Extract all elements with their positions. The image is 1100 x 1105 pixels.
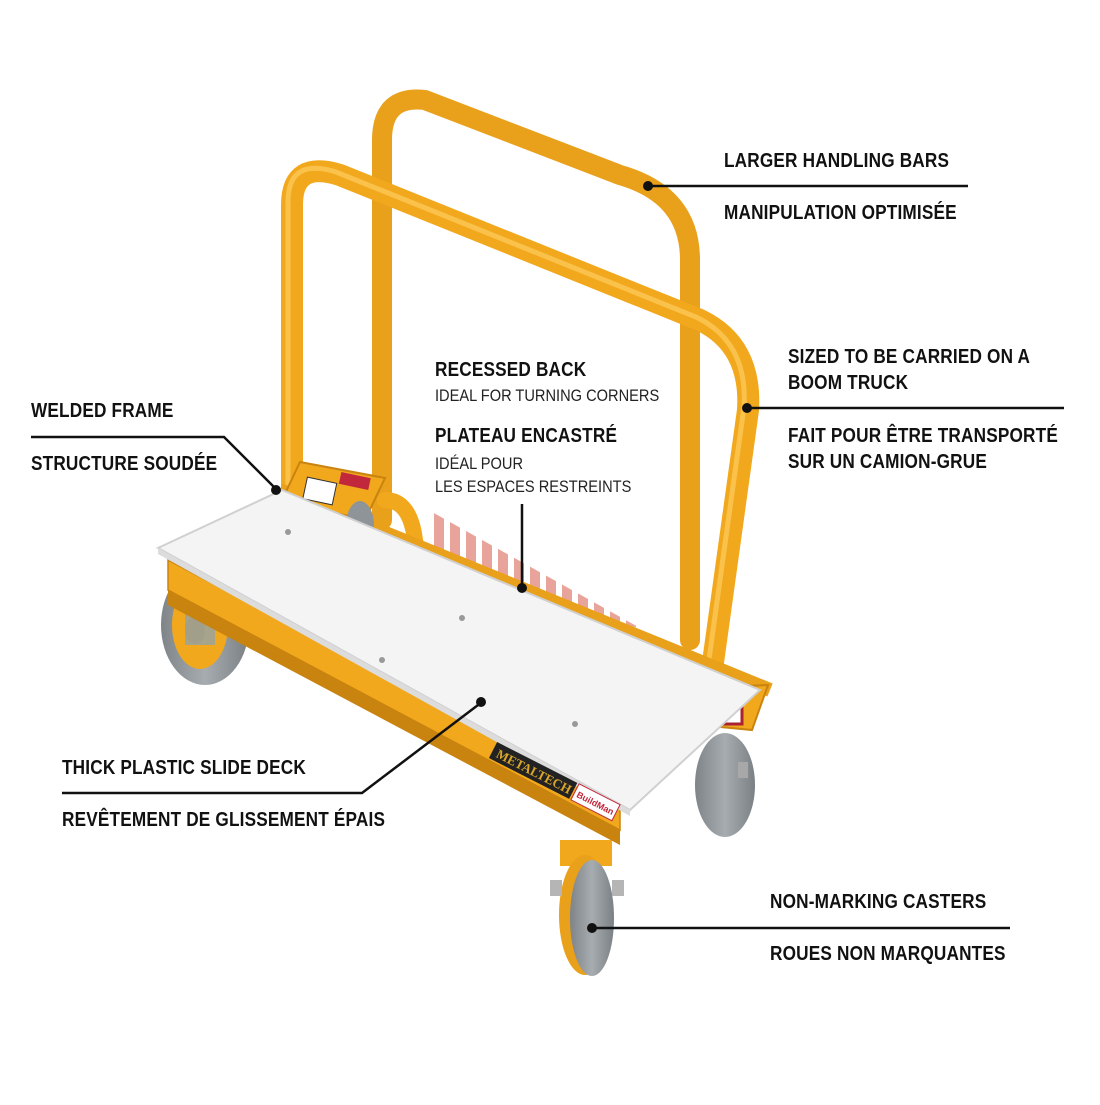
boom-truck-title-fr-line2: SUR UN CAMION-GRUE bbox=[788, 451, 987, 473]
rear-handle-bar bbox=[372, 89, 700, 650]
welded-frame-title: WELDED FRAME bbox=[31, 400, 174, 422]
callout-casters-line bbox=[587, 923, 1010, 933]
recessed-back-title: RECESSED BACK bbox=[435, 359, 587, 381]
right-rear-caster bbox=[695, 733, 755, 837]
front-caster bbox=[550, 840, 624, 976]
boom-truck-title-line2: BOOM TRUCK bbox=[788, 372, 909, 394]
recessed-back-subtitle-fr-line1: IDÉAL POUR bbox=[435, 454, 524, 473]
recess-hatch-area bbox=[430, 512, 640, 628]
slide-deck-title: THICK PLASTIC SLIDE DECK bbox=[62, 757, 306, 779]
casters-title: NON-MARKING CASTERS bbox=[770, 891, 987, 913]
warning-sticker bbox=[302, 476, 338, 506]
handling-bars-title-fr: MANIPULATION OPTIMISÉE bbox=[724, 202, 957, 224]
welded-frame-title-fr: STRUCTURE SOUDÉE bbox=[31, 453, 218, 475]
recessed-back-subtitle-fr-line2: LES ESPACES RESTREINTS bbox=[435, 477, 632, 496]
slide-deck-title-fr: REVÊTEMENT DE GLISSEMENT ÉPAIS bbox=[62, 809, 386, 831]
brand-plate bbox=[488, 742, 578, 799]
handling-bars-title: LARGER HANDLING BARS bbox=[724, 150, 950, 172]
boom-truck-title-fr-line1: FAIT POUR ÊTRE TRANSPORTÉ bbox=[788, 425, 1058, 447]
casters-title-fr: ROUES NON MARQUANTES bbox=[770, 943, 1006, 965]
callout-recessed-back-line bbox=[517, 504, 527, 593]
recessed-back-title-fr: PLATEAU ENCASTRÉ bbox=[435, 425, 618, 447]
boom-truck-title-line1: SIZED TO BE CARRIED ON A bbox=[788, 346, 1031, 368]
callout-boom-truck-line bbox=[742, 403, 1064, 413]
callout-handling-bars-line bbox=[643, 181, 968, 191]
callout-slide-deck-line bbox=[62, 697, 486, 795]
callout-welded-frame-line bbox=[31, 435, 281, 495]
warning-sticker-red bbox=[338, 471, 371, 490]
recessed-back-subtitle: IDEAL FOR TURNING CORNERS bbox=[435, 386, 660, 405]
